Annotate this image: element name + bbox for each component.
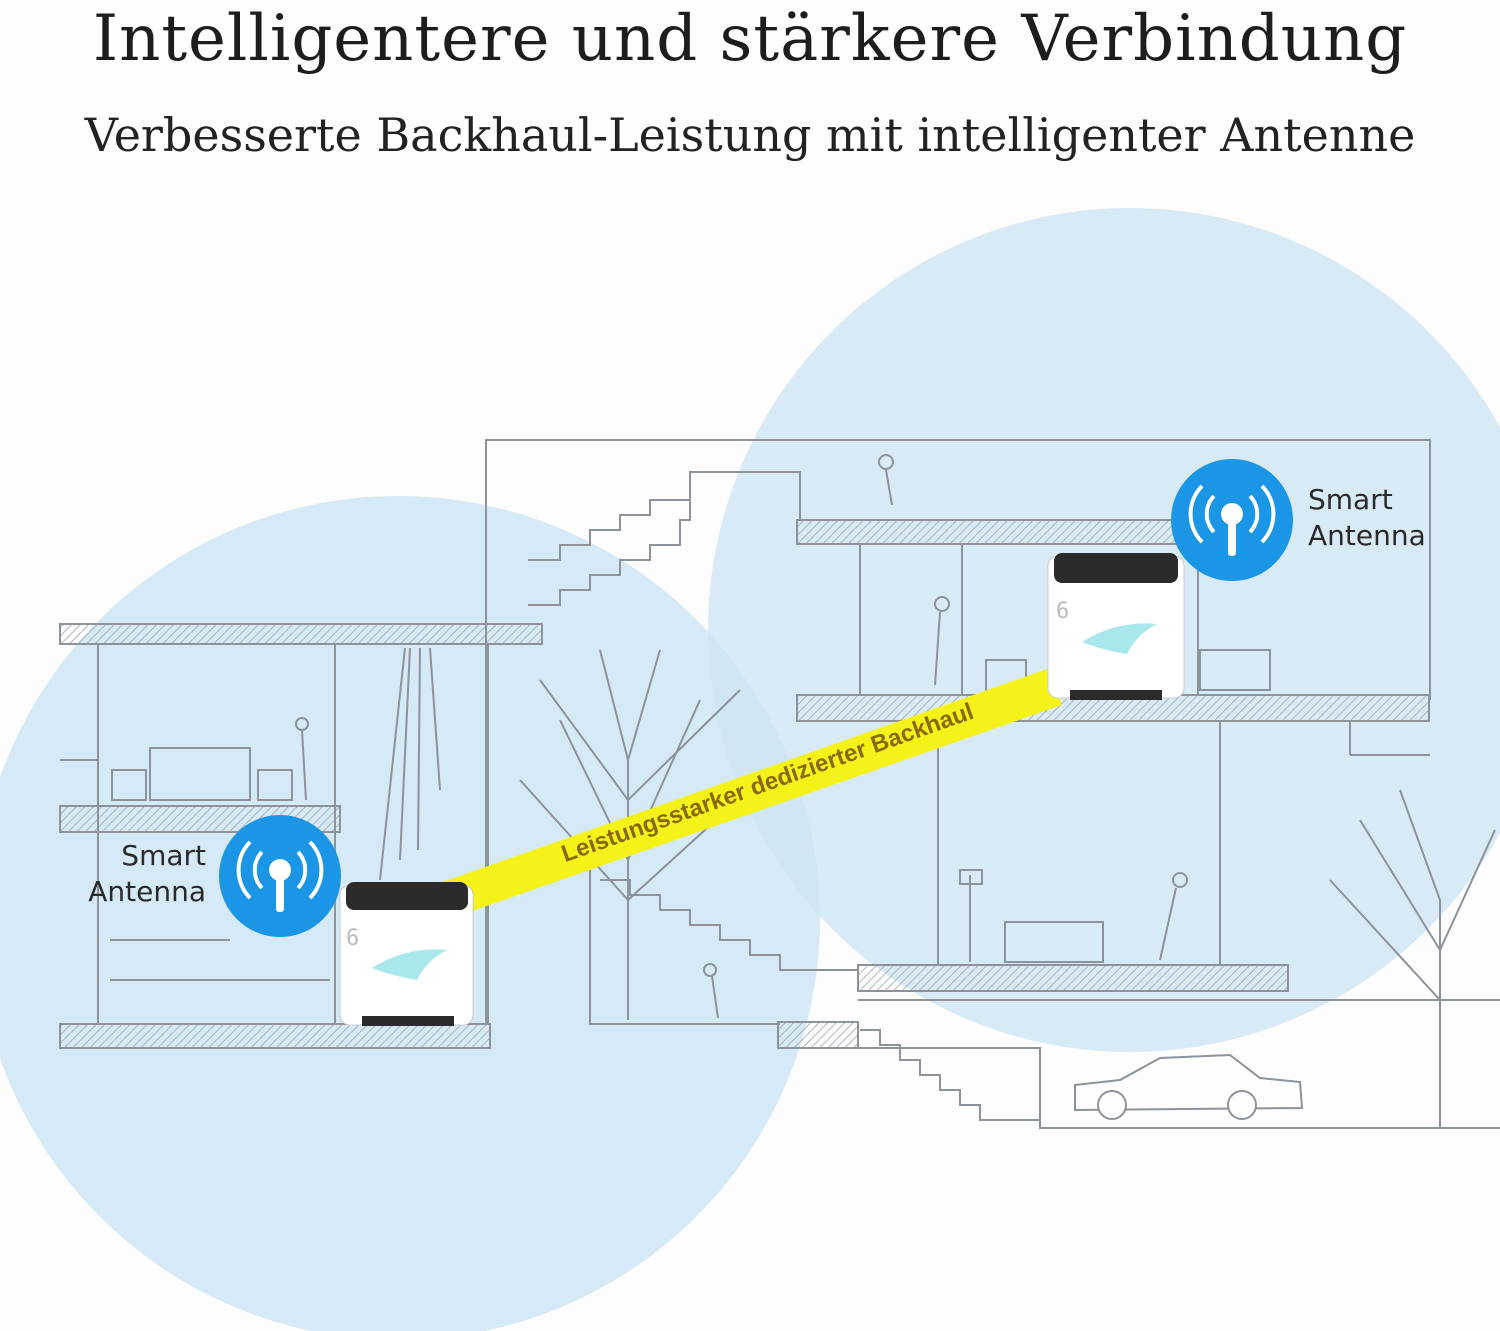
antenna-label-line2: Antenna [1308, 519, 1426, 552]
antenna-icon [219, 815, 341, 937]
antenna-icon [1171, 459, 1293, 581]
router-left: 6 [339, 882, 474, 1026]
svg-text:6: 6 [1056, 599, 1069, 624]
page-title: Intelligentere und stärkere Verbindung [92, 2, 1408, 76]
antenna-label-line1: Smart [1308, 483, 1393, 516]
svg-text:6: 6 [346, 926, 359, 951]
antenna-label-line2: Antenna [88, 875, 206, 908]
building-line-art [59, 439, 1500, 1129]
antenna-label-line1: Smart [121, 839, 206, 872]
router-right: 6 [1047, 553, 1185, 700]
page-subtitle: Verbesserte Backhaul-Leistung mit intell… [84, 108, 1416, 162]
antenna-label-right: Smart Antenna [1308, 482, 1488, 554]
backhaul-band [440, 668, 1062, 918]
antenna-label-left: Smart Antenna [60, 838, 206, 910]
